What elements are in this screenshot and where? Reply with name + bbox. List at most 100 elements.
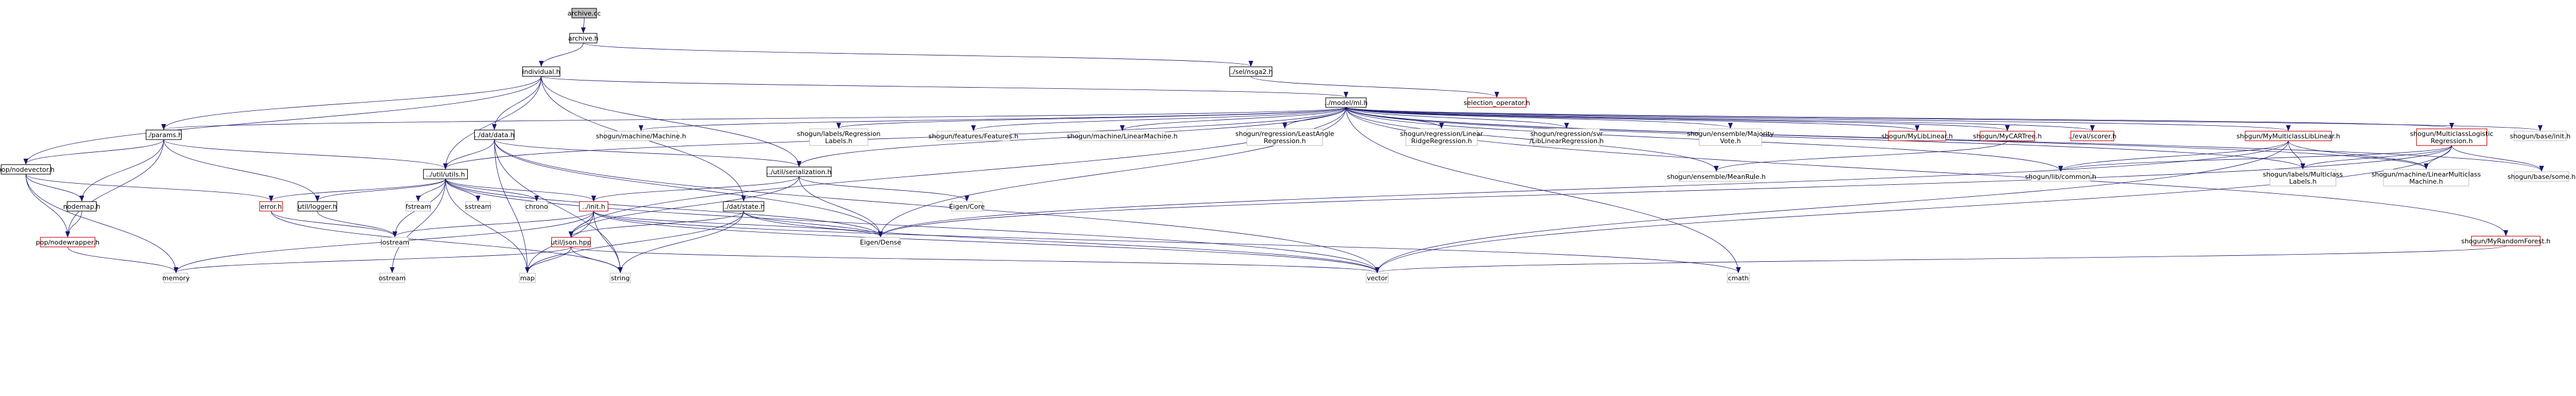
- node-label: shogun/base/some.h: [2507, 173, 2575, 181]
- file-node-sg-meanrule: shogun/ensemble/MeanRule.h: [1667, 171, 1766, 182]
- edge-individual_h-to-ml_h: [540, 76, 1348, 98]
- node-label: cmath: [1728, 274, 1749, 282]
- node-box: [381, 237, 409, 248]
- node-box: [2416, 128, 2488, 146]
- edge-data_h-to-map: [494, 139, 530, 273]
- file-node-sg-init: shogun/base/init.h: [2510, 131, 2571, 141]
- file-node-error-h[interactable]: error.h: [259, 201, 283, 212]
- edge-ml_h-to-sg_reglabels: [836, 107, 1347, 129]
- node-box: [723, 201, 765, 212]
- edge-nodemap_h-to-nodewrapper_h: [65, 211, 82, 237]
- file-node-utils-h[interactable]: ../util/utils.h: [423, 169, 468, 180]
- node-box: [423, 169, 468, 180]
- edge-sg_multilogistic-to-eigen_dense: [878, 145, 2452, 237]
- node-label: sstream: [465, 203, 491, 211]
- file-node-sg-machine: shogun/machine/Machine.h: [596, 131, 686, 141]
- edge-data_h-to-utils_h: [443, 139, 495, 169]
- file-node-string: string: [610, 273, 631, 283]
- edge-params_h-to-nodewrapper_h: [65, 139, 164, 237]
- edge-individual_h-to-utils_h: [443, 76, 542, 169]
- edge-ml_h-to-eigen_dense: [878, 107, 1347, 237]
- node-label: util/json.hpp: [551, 239, 591, 246]
- file-node-json-hpp[interactable]: util/json.hpp: [551, 237, 591, 248]
- edge-json_hpp-to-memory: [173, 246, 571, 273]
- edge-utils_h-to-eigen_dense: [445, 178, 883, 237]
- node-label: shogun/machine/LinearMulticlass: [2372, 171, 2481, 178]
- file-node-chrono: chrono: [525, 201, 548, 212]
- file-node-serialization-h[interactable]: ../util/serialization.h: [766, 166, 832, 177]
- edge-ml_h-to-sg_mycart: [1346, 107, 2010, 131]
- file-node-nodemap-h[interactable]: nodemap.h: [63, 201, 100, 212]
- node-label: ../init.h: [582, 203, 605, 211]
- node-box: [405, 201, 431, 212]
- file-node-sg-linridge: shogun/regression/LinearRidgeRegression.…: [1400, 128, 1484, 146]
- node-box: [1698, 128, 1762, 146]
- node-label: shogun/regression/Linear: [1400, 130, 1484, 138]
- edge-sg_multilogistic-to-sg_mclabels: [2300, 145, 2452, 169]
- file-node-memory: memory: [162, 273, 190, 283]
- node-box: [1, 164, 51, 175]
- node-box: [522, 66, 561, 77]
- node-box: [951, 201, 983, 212]
- file-node-sg-mycart[interactable]: shogun/MyCARTree.h: [1973, 131, 2042, 141]
- edge-popnodevector_h-to-nodewrapper_h: [25, 174, 70, 237]
- file-node-sg-mymulticlass[interactable]: shogun/MyMulticlassLibLinear.h: [2236, 131, 2340, 141]
- edge-ml_h-to-params_h: [161, 107, 1347, 130]
- node-label: shogun/MyCARTree.h: [1973, 132, 2042, 140]
- node-label: individual.h: [522, 68, 560, 76]
- node-box: [809, 128, 868, 146]
- file-node-archive-cc[interactable]: archive.cc: [567, 8, 601, 18]
- node-label: pop/nodewrapper.h: [36, 239, 100, 246]
- edge-ml_h-to-sg_linearmachine: [1120, 107, 1347, 131]
- node-box: [1229, 66, 1273, 77]
- file-node-nodewrapper-h[interactable]: pop/nodewrapper.h: [36, 237, 100, 248]
- file-node-eval-scorer[interactable]: ../eval/scorer.h: [2068, 131, 2117, 141]
- file-node-init-h[interactable]: ../init.h: [579, 201, 608, 212]
- node-label: shogun/MulticlassLogistic: [2410, 130, 2493, 138]
- file-node-data-h[interactable]: ../dat/data.h: [474, 129, 515, 140]
- edge-nodewrapper_h-to-memory: [67, 246, 179, 273]
- file-node-archive-h[interactable]: archive.h: [568, 33, 599, 44]
- node-label: shogun/machine/LinearMachine.h: [1067, 132, 1178, 140]
- file-node-fstream: fstream: [405, 201, 431, 212]
- node-label: ../util/utils.h: [426, 171, 465, 178]
- file-node-logger-h[interactable]: util/logger.h: [297, 201, 337, 212]
- edge-sg_mycart-to-sg_meanrule: [1714, 140, 2008, 172]
- edge-ml_h-to-json_hpp: [568, 107, 1347, 237]
- file-node-sg-mylib[interactable]: shogun/MyLibLinear.h: [1881, 131, 1953, 141]
- edge-utils_h-to-error_h: [269, 178, 446, 202]
- file-node-selection-operator-h[interactable]: selection_operator.h: [1463, 97, 1530, 108]
- node-box: [40, 237, 95, 248]
- file-node-sg-randomforest[interactable]: shogun/MyRandomForest.h: [2461, 236, 2550, 246]
- node-box: [551, 237, 591, 248]
- file-node-params-h[interactable]: ../params.h: [145, 129, 182, 140]
- node-label: shogun/features/Features.h: [928, 132, 1018, 140]
- node-box: [163, 273, 188, 283]
- edge-params_h-to-logger_h: [163, 139, 320, 202]
- edge-sg_mymulticlass-to-sg_common: [2058, 140, 2289, 172]
- file-node-popnodevector-h[interactable]: pop/nodevector.h: [0, 164, 55, 175]
- file-node-state-h[interactable]: ../dat/state.h: [723, 201, 765, 212]
- edge-individual_h-to-popnodevector_h: [23, 76, 542, 165]
- node-label: ../util/serialization.h: [767, 168, 832, 176]
- edge-json_hpp-to-map: [525, 246, 571, 273]
- node-box: [297, 201, 337, 212]
- file-node-ml-h[interactable]: ../model/ml.h: [1324, 97, 1368, 108]
- file-node-eigen-dense: Eigen/Dense: [860, 237, 902, 248]
- edge-utils_h-to-ostream: [390, 178, 446, 273]
- node-label: Regression.h: [1264, 137, 1306, 145]
- node-label: archive.h: [568, 35, 599, 42]
- file-node-nsga2-h[interactable]: ../sel/nsga2.h: [1229, 66, 1273, 77]
- edge-utils_h-to-sstream: [445, 178, 481, 202]
- edge-utils_h-to-logger_h: [315, 178, 446, 202]
- edge-data_h-to-string: [494, 139, 623, 273]
- node-label: ../sel/nsga2.h: [1229, 68, 1273, 76]
- node-label: Labels.h: [2289, 178, 2317, 185]
- edge-ml_h-to-utils_h: [443, 107, 1347, 169]
- file-node-individual-h[interactable]: individual.h: [522, 66, 561, 77]
- node-label: Labels.h: [825, 137, 853, 145]
